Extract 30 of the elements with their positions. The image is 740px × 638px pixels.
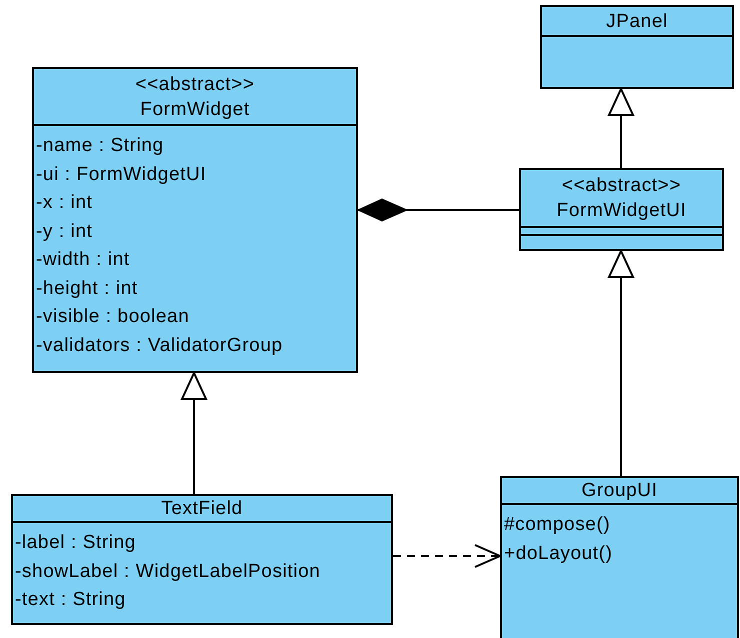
class-name: FormWidget [140,98,250,122]
class-box [519,168,724,251]
inheritance-arrow [608,88,634,168]
member-text: -visible : boolean [36,305,190,329]
class-box [540,5,734,89]
class-name: GroupUI [581,479,658,503]
stereotype-label: <<abstract>> [562,174,682,198]
composition-connector [358,198,519,222]
member-text: -label : String [15,531,137,555]
inheritance-arrow [181,372,207,494]
member-text: #compose() [504,513,612,537]
class-name: TextField [161,497,243,521]
member-text: -width : int [36,248,131,272]
member-text: -ui : FormWidgetUI [36,162,208,186]
member-text: -text : String [15,588,127,612]
class-box [11,494,393,625]
member-text: -x : int [36,191,94,215]
member-text: +doLayout() [504,542,614,566]
class-box [32,67,358,373]
class-name: JPanel [606,10,668,34]
class-name: FormWidgetUI [556,199,686,223]
inheritance-arrow [608,250,634,476]
class-box [500,476,739,638]
dependency-arrow [393,544,501,568]
member-text: -height : int [36,276,139,300]
member-text: -name : String [36,134,165,158]
member-text: -showLabel : WidgetLabelPosition [15,560,322,584]
stereotype-label: <<abstract>> [135,72,255,96]
member-text: -y : int [36,220,94,244]
member-text: -validators : ValidatorGroup [36,334,284,358]
